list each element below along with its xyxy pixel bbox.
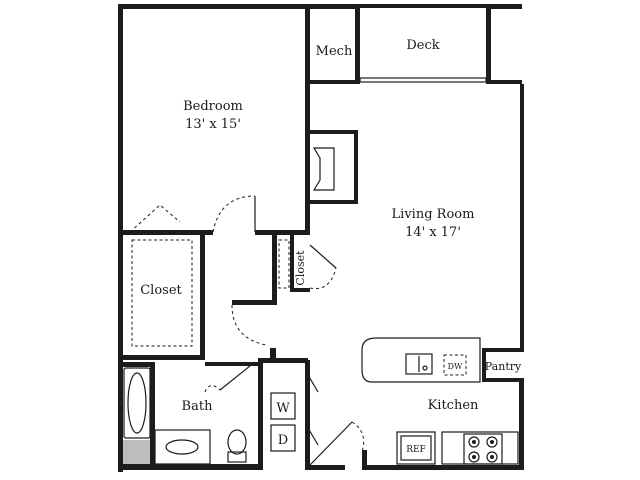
- walls: [118, 4, 524, 472]
- dryer-icon: [270, 424, 296, 452]
- label-pantry: Pantry: [485, 360, 522, 373]
- label-closet-bedroom: Closet: [140, 283, 182, 298]
- counter-icon: [441, 431, 519, 465]
- kitchen-island: [361, 337, 481, 383]
- label-kitchen: Kitchen: [428, 398, 479, 413]
- label-dishwasher: DW: [448, 362, 463, 371]
- refrigerator-icon: [396, 431, 436, 465]
- door-swings: [129, 195, 365, 466]
- label-closet-small: Closet: [294, 250, 307, 286]
- label-living-room: Living Room: [392, 207, 475, 222]
- label-mech: Mech: [316, 44, 353, 59]
- label-bedroom: Bedroom: [183, 99, 243, 114]
- tub-icon: [123, 367, 151, 439]
- toilet-icon: [227, 429, 247, 463]
- closet-shelves: [131, 239, 290, 347]
- bath-floor-stipple: [123, 440, 150, 464]
- label-bath: Bath: [182, 399, 214, 414]
- label-washer: W: [276, 401, 290, 416]
- washer-icon: [270, 392, 296, 420]
- stove-icon: [463, 433, 503, 465]
- sink-icon: [154, 429, 211, 465]
- label-deck: Deck: [406, 38, 439, 53]
- label-bedroom-dim: 13' x 15': [185, 117, 241, 132]
- kitchen-sink-icon: [405, 353, 433, 375]
- label-refrigerator: REF: [406, 445, 426, 455]
- label-dryer: D: [278, 433, 288, 448]
- dishwasher-icon: [443, 354, 467, 376]
- label-living-room-dim: 14' x 17': [405, 225, 461, 240]
